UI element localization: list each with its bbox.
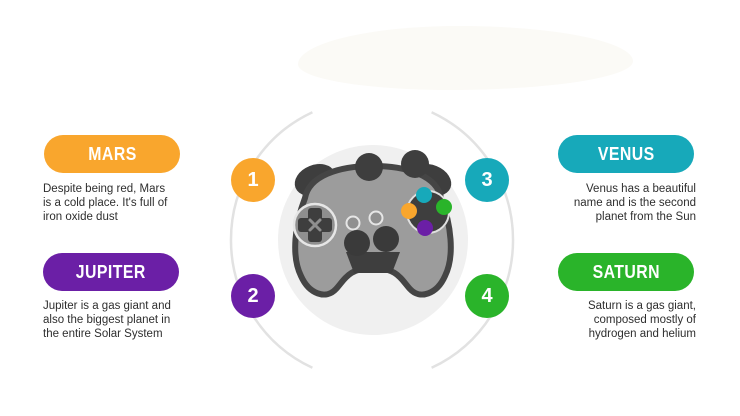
controller-bottom-plate [346, 252, 400, 273]
step-badge-1: 1 [231, 158, 275, 202]
button-top [416, 187, 432, 203]
planet-pill-jupiter: JUPITER [43, 253, 179, 291]
planet-description-venus: Venus has a beautiful name and is the se… [573, 183, 696, 223]
planet-description-saturn: Saturn is a gas giant, composed mostly o… [587, 300, 696, 340]
planet-pill-label: JUPITER [76, 261, 146, 282]
planet-pill-mars: MARS [44, 135, 180, 173]
planet-pill-venus: VENUS [558, 135, 694, 173]
background-brush-shape [298, 26, 633, 90]
step-number: 2 [247, 284, 259, 307]
controller-right-bump [401, 150, 429, 178]
dpad-icon [292, 202, 338, 248]
controller-left-bump [355, 153, 383, 181]
step-number: 4 [481, 284, 493, 307]
action-buttons-icon [401, 187, 452, 236]
planet-pill-label: MARS [87, 143, 137, 164]
button-left [401, 203, 417, 219]
step-badge-3: 3 [465, 158, 509, 202]
planet-description-mars: Despite being red, Mars is a cold place.… [43, 183, 168, 223]
planet-pill-label: SATURN [592, 261, 660, 282]
button-bottom [417, 220, 433, 236]
left-thumbstick-icon [344, 230, 370, 256]
planet-pill-saturn: SATURN [558, 253, 694, 291]
game-controller-illustration [292, 150, 454, 298]
start-button-icon [368, 210, 384, 226]
planet-pill-label: VENUS [597, 143, 655, 164]
right-thumbstick-icon [373, 226, 399, 252]
step-number: 3 [481, 168, 493, 191]
select-button-icon [345, 215, 361, 231]
button-right [436, 199, 452, 215]
step-badge-4: 4 [465, 274, 509, 318]
step-number: 1 [247, 168, 259, 191]
step-badge-2: 2 [231, 274, 275, 318]
planet-description-jupiter: Jupiter is a gas giant and also the bigg… [43, 300, 171, 340]
